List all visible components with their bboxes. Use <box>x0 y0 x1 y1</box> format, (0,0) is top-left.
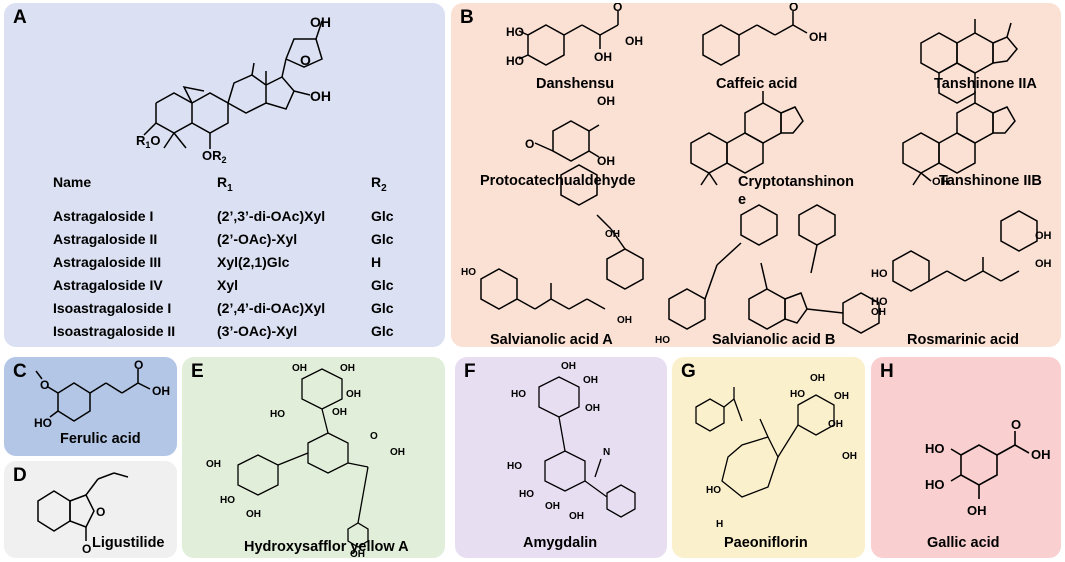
compound-name-hydroxysafflor-yellow-a: Hydroxysafflor yellow A <box>244 539 409 555</box>
row-name: Astragaloside I <box>53 208 154 224</box>
row-r2: Glc <box>371 323 394 339</box>
panel-c: C OH O O HO Ferulic acid <box>4 357 177 456</box>
rosmarinic-acid-structure <box>892 210 1038 292</box>
table-header-name: Name <box>53 174 92 190</box>
compound-name-danshensu: Danshensu <box>536 76 615 92</box>
row-r1: Xyl(2,1)Glc <box>217 254 290 270</box>
panel-h-label: H <box>880 361 894 382</box>
compound-name-salvianolic-acid-b: Salvianolic acid B <box>712 332 836 347</box>
caffeic-acid-structure <box>702 11 808 66</box>
panel-e-label: E <box>191 361 204 382</box>
row-r1: (2’,3’-di-OAc)Xyl <box>217 208 326 224</box>
ferulic-acid-structure <box>35 369 151 422</box>
compound-name-tanshinone-iib: Tanshinone IIB <box>939 173 1042 189</box>
row-name: Astragaloside III <box>53 254 162 270</box>
row-r2: Glc <box>371 208 394 224</box>
row-r1: (2’-OAc)-Xyl <box>217 231 298 247</box>
compound-name-protocatechualdehyde: Protocatechualdehyde <box>480 173 636 189</box>
amygdalin-structure <box>538 376 636 518</box>
compound-name-amygdalin: Amygdalin <box>523 535 598 551</box>
gallic-acid-structure <box>950 431 1030 499</box>
protocatechualdehyde-structure <box>534 120 600 162</box>
salvianolic-acid-a-structure <box>480 164 644 310</box>
cryptotanshinone-structure <box>690 91 804 186</box>
astragaloside-core-structure <box>143 20 323 149</box>
compound-name-caffeic-acid: Caffeic acid <box>716 76 798 92</box>
table-header-r1: R1 <box>217 174 233 194</box>
danshensu-structure <box>518 11 619 66</box>
panel-d-label: D <box>13 465 27 486</box>
panel-b-structures <box>480 11 1038 334</box>
panel-c-label: C <box>13 361 27 382</box>
table-header-r2: R2 <box>371 174 387 194</box>
compound-name-ferulic-acid: Ferulic acid <box>60 431 141 447</box>
row-name: Astragaloside II <box>53 231 158 247</box>
row-r1: (3’-OAc)-Xyl <box>217 323 298 339</box>
panel-b-label: B <box>460 7 474 28</box>
panel-f-label: F <box>464 361 476 382</box>
paeoniflorin-structure <box>695 387 835 498</box>
panel-h: H HO HO OH OH O Gallic acid <box>871 357 1061 558</box>
row-r2: H <box>371 254 382 270</box>
row-name: Astragaloside IV <box>53 277 163 293</box>
panel-f: F OH OH HO OH HO HO OH OH N Amygdalin <box>455 357 667 558</box>
compound-name-gallic-acid: Gallic acid <box>927 535 1000 551</box>
compound-name-tanshinone-iia: Tanshinone IIA <box>934 76 1037 92</box>
row-name: Isoastragaloside I <box>53 300 172 316</box>
row-r2: Glc <box>371 300 394 316</box>
salvianolic-acid-b-structure <box>668 204 880 334</box>
row-r2: Glc <box>371 277 394 293</box>
compound-name-ligustilide: Ligustilide <box>92 535 165 551</box>
compound-name-salvianolic-acid-a: Salvianolic acid A <box>490 332 613 347</box>
panel-a: A OH O OH R1O OR2 Name R1 R2 <box>4 3 445 347</box>
row-r1: (2’,4’-di-OAc)Xyl <box>217 300 326 316</box>
panel-a-label: A <box>13 7 27 28</box>
compound-name-paeoniflorin: Paeoniflorin <box>724 535 808 551</box>
panel-g-label: G <box>681 361 696 382</box>
hydroxysafflor-yellow-a-structure <box>237 368 369 548</box>
panel-g: G HO OH OH OH OH HO H Paeoniflorin <box>672 357 865 558</box>
row-r2: Glc <box>371 231 394 247</box>
panel-d: D O O Ligustilide <box>4 461 177 558</box>
panel-b: B <box>451 3 1061 347</box>
compound-name-rosmarinic-acid: Rosmarinic acid <box>907 332 1020 347</box>
row-r1: Xyl <box>217 277 239 293</box>
ligustilide-structure <box>37 472 129 541</box>
tanshinone-iib-structure <box>902 91 1016 186</box>
panel-e: E OH OH OH HO OH O OH OH HO OH OH Hydrox… <box>182 357 445 558</box>
row-name: Isoastragaloside II <box>53 323 176 339</box>
